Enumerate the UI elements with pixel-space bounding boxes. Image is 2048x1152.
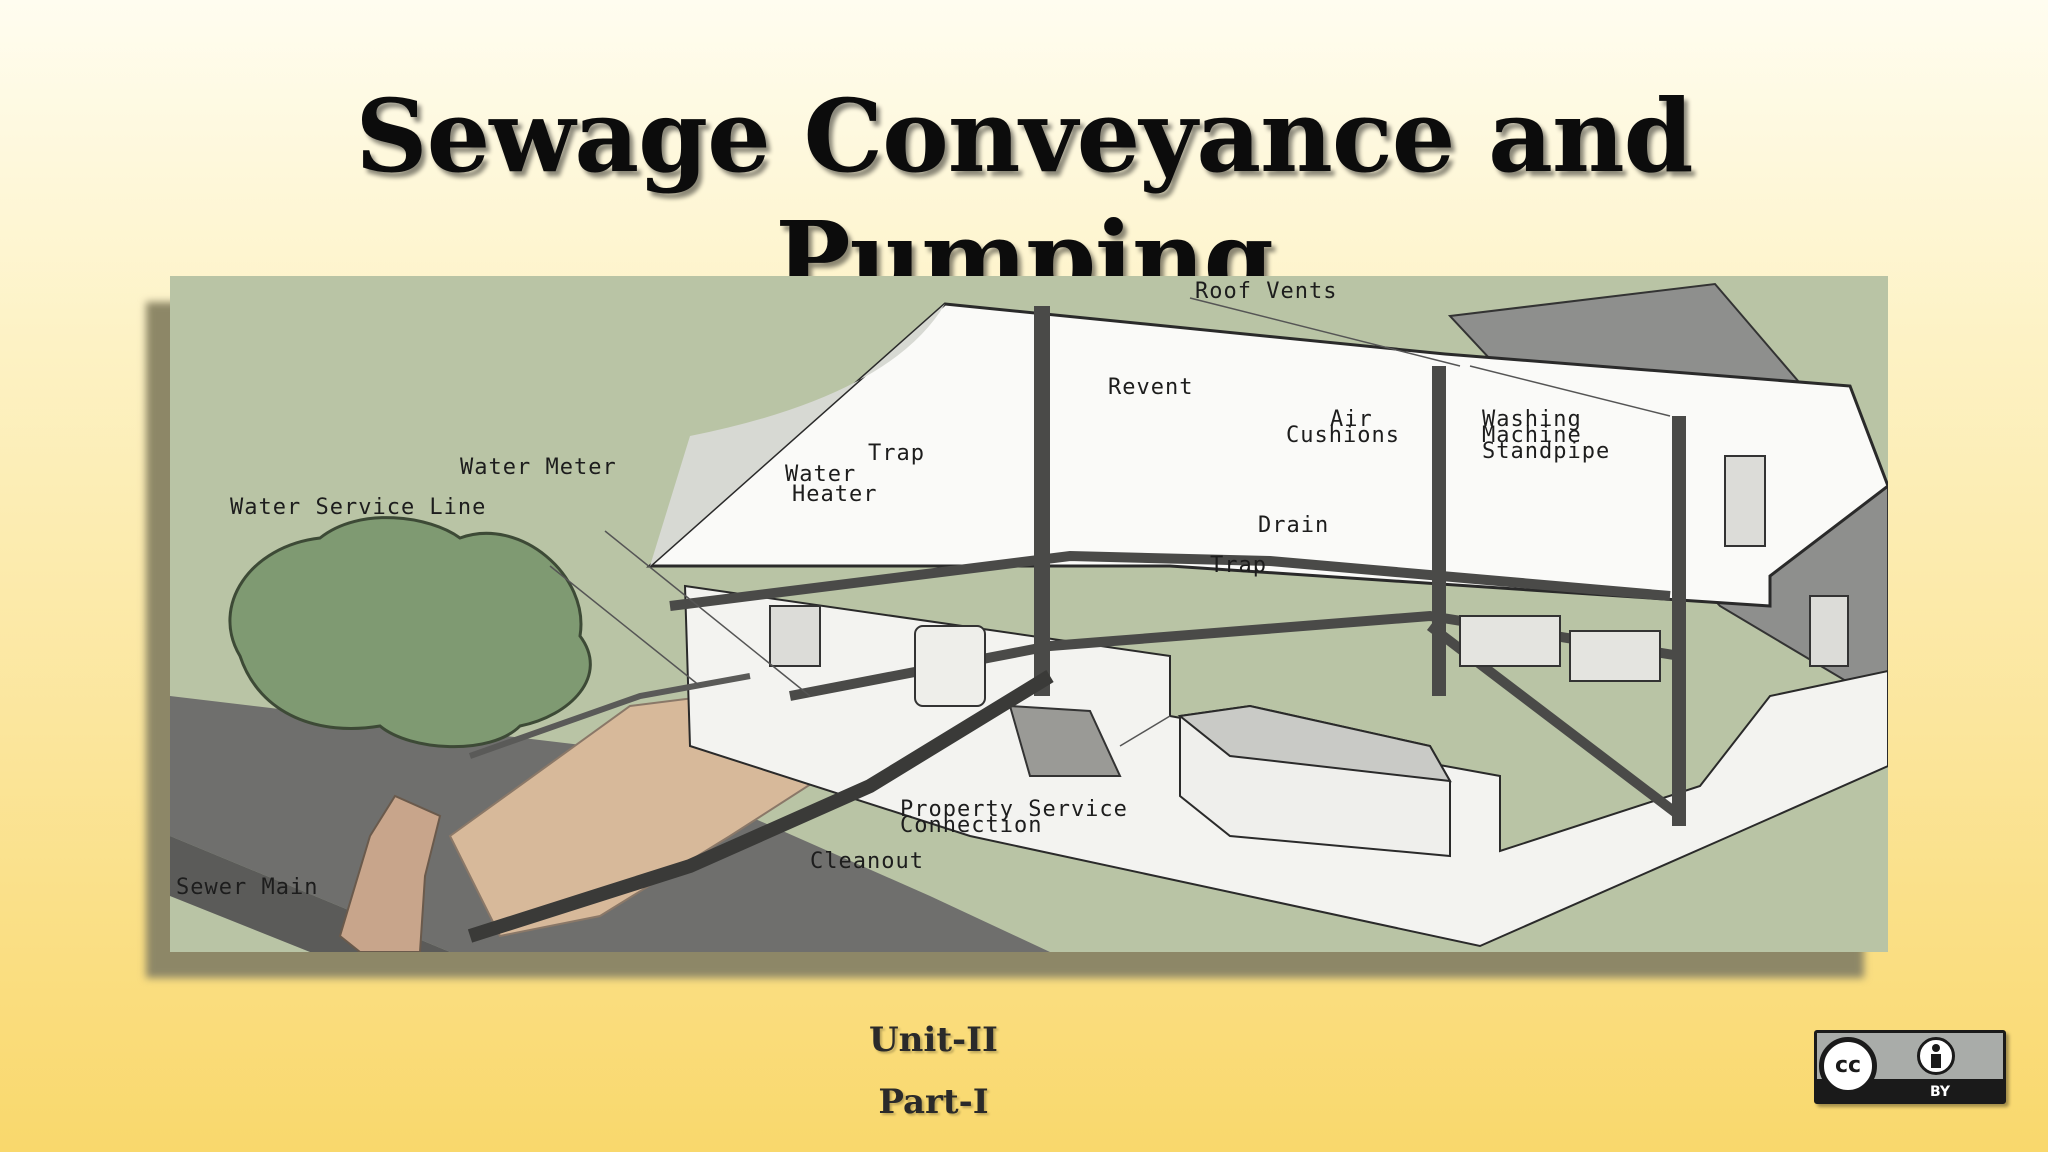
window-gable bbox=[1724, 455, 1766, 547]
label-water-meter: Water Meter bbox=[460, 455, 617, 480]
label-cleanout: Cleanout bbox=[810, 849, 924, 874]
washer bbox=[1459, 615, 1561, 667]
label-air-2: Cushions bbox=[1286, 423, 1400, 448]
label-property-2: Connection bbox=[900, 813, 1042, 838]
part-label: Part-I bbox=[878, 1082, 989, 1122]
vent-stack-3 bbox=[1672, 416, 1686, 826]
attribution-person-icon bbox=[1917, 1037, 1955, 1075]
title-line-1: Sewage Conveyance and bbox=[355, 77, 1693, 195]
label-drain: Drain bbox=[1258, 513, 1329, 538]
label-sewer-main: Sewer Main bbox=[176, 875, 318, 900]
window-right bbox=[1809, 595, 1849, 667]
dryer bbox=[1569, 630, 1661, 682]
front-steps bbox=[1008, 704, 1122, 777]
roof-main bbox=[646, 302, 1888, 608]
label-water-heater-2: Heater bbox=[792, 482, 877, 507]
water-heater bbox=[914, 625, 986, 707]
vent-stack-2 bbox=[1432, 366, 1446, 696]
unit-label: Unit-II bbox=[869, 1020, 998, 1060]
label-revent: Revent bbox=[1108, 375, 1193, 400]
label-water-service-line: Water Service Line bbox=[230, 495, 486, 520]
by-label: BY bbox=[1929, 1084, 1951, 1100]
label-property-1: Property Service bbox=[900, 797, 1128, 822]
plumbing-diagram: Roof Vents Revent Air Cushions Washing M… bbox=[170, 276, 1888, 952]
water-service-pipe bbox=[469, 673, 751, 759]
leader-lines bbox=[549, 297, 1671, 747]
label-washing-1: Washing bbox=[1482, 407, 1582, 432]
tree-canopy bbox=[228, 516, 592, 749]
cc-by-license-badge[interactable]: cc BY bbox=[1814, 1030, 2006, 1104]
building-sewer bbox=[467, 670, 1054, 943]
label-water-heater-1: Water bbox=[785, 462, 856, 487]
drain-line-upper bbox=[669, 550, 1671, 611]
roof-shading bbox=[650, 304, 945, 566]
window-left bbox=[769, 605, 821, 667]
label-trap-upper: Trap bbox=[868, 441, 925, 466]
label-trap-lower: Trap bbox=[1210, 553, 1267, 578]
cc-icon: cc bbox=[1819, 1037, 1877, 1095]
slide-title: Sewage Conveyance and Pumping bbox=[0, 75, 2048, 319]
tree-trunk bbox=[338, 794, 442, 952]
label-roof-vents: Roof Vents bbox=[1195, 279, 1337, 304]
bay-roof bbox=[1177, 704, 1452, 783]
label-washing-2: Machine bbox=[1482, 423, 1582, 448]
label-washing-3: Standpipe bbox=[1482, 439, 1610, 464]
label-air-1: Air bbox=[1330, 407, 1373, 432]
main-stack bbox=[1034, 306, 1050, 696]
